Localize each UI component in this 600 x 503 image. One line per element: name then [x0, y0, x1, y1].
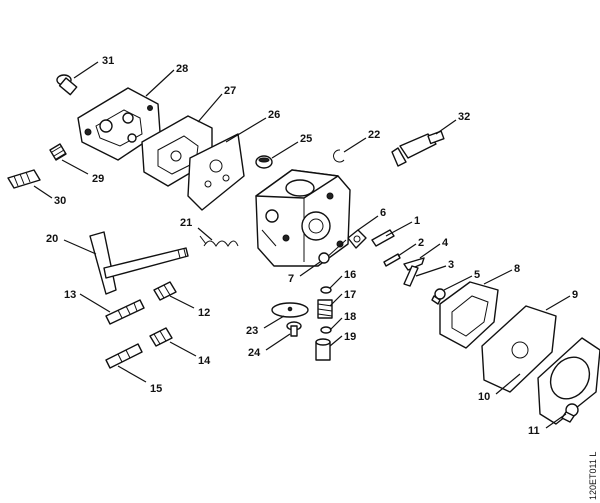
- part-15-adjusting-screw: [105, 343, 143, 369]
- label-2: 2: [418, 237, 424, 249]
- part-1-needle: [371, 229, 395, 247]
- part-8-gasket: [439, 281, 499, 349]
- part-17-spring: [317, 299, 333, 319]
- leader-lines: [33, 61, 571, 429]
- part-11-screw: [561, 403, 579, 423]
- part-9-diaphragm: [481, 305, 557, 393]
- label-16: 16: [344, 269, 356, 281]
- label-31: 31: [102, 55, 114, 67]
- label-18: 18: [344, 311, 356, 323]
- part-6-fitting: [347, 229, 367, 249]
- label-8: 8: [514, 263, 520, 275]
- label-19: 19: [344, 331, 356, 343]
- label-30: 30: [54, 195, 66, 207]
- part-31-screw: [56, 74, 78, 96]
- label-11: 11: [528, 425, 540, 437]
- label-26: 26: [268, 109, 280, 121]
- label-4: 4: [442, 237, 449, 249]
- part-number-labels: 31 28 27 26 25 22 32 29 30 6 1 2 4 3 5 8…: [46, 55, 578, 437]
- part-32-fitting: [391, 130, 445, 167]
- part-26-diaphragm: [187, 133, 245, 211]
- part-18-washer: [320, 326, 332, 334]
- label-6: 6: [380, 207, 386, 219]
- label-9: 9: [572, 289, 578, 301]
- label-21: 21: [180, 217, 192, 229]
- label-17: 17: [344, 289, 356, 301]
- part-13-adjusting-screw: [105, 299, 145, 325]
- label-3: 3: [448, 259, 454, 271]
- part-16-washer: [320, 286, 332, 294]
- part-7-plug: [318, 252, 330, 264]
- drawing-code: 120ET011 L: [588, 452, 598, 500]
- label-1: 1: [414, 215, 420, 227]
- label-22: 22: [368, 129, 380, 141]
- part-19-sleeve: [315, 338, 331, 361]
- part-22-retaining-ring: [333, 149, 345, 163]
- label-27: 27: [224, 85, 236, 97]
- label-14: 14: [198, 355, 211, 367]
- part-24-screw: [286, 321, 302, 337]
- part-28-cover-plate: [77, 87, 161, 161]
- part-30-adjusting-screw: [7, 169, 41, 189]
- label-15: 15: [150, 383, 162, 395]
- label-24: 24: [248, 347, 261, 359]
- carburetor-body: [255, 169, 351, 267]
- label-10: 10: [478, 391, 490, 403]
- label-13: 13: [64, 289, 76, 301]
- label-20: 20: [46, 233, 58, 245]
- part-23-disc: [271, 302, 309, 318]
- label-25: 25: [300, 133, 312, 145]
- part-10-cover: [537, 337, 600, 425]
- label-32: 32: [458, 111, 470, 123]
- part-25-plug: [255, 155, 273, 169]
- label-29: 29: [92, 173, 104, 185]
- part-20-throttle-shaft: [89, 231, 189, 295]
- label-28: 28: [176, 63, 188, 75]
- label-5: 5: [474, 269, 480, 281]
- part-29-spring: [49, 143, 67, 161]
- part-12-spring: [153, 281, 177, 301]
- part-21-torsion-spring: [199, 235, 239, 247]
- part-14-spring: [149, 327, 173, 347]
- label-12: 12: [198, 307, 210, 319]
- part-2-pin: [383, 253, 401, 267]
- label-7: 7: [288, 273, 294, 285]
- part-5-screw: [431, 288, 446, 305]
- part-4-lever: [403, 257, 425, 287]
- label-23: 23: [246, 325, 258, 337]
